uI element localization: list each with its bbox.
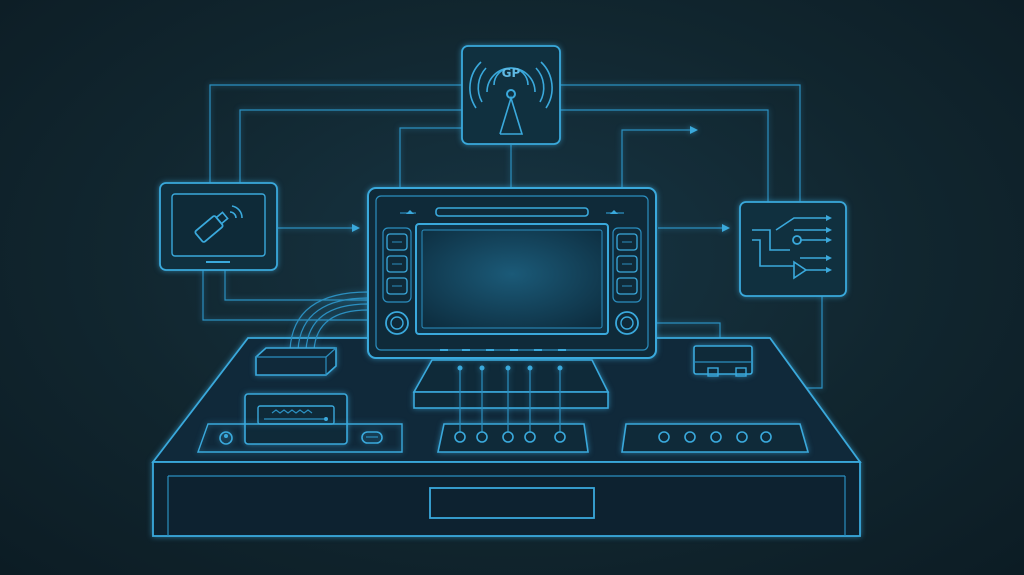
jack-9[interactable]	[736, 431, 748, 443]
right-button-column	[612, 227, 642, 303]
eject-right-icon[interactable]	[610, 210, 618, 214]
left-button-1[interactable]	[386, 233, 408, 251]
jack-1[interactable]	[454, 431, 466, 443]
tablet-device	[159, 182, 278, 271]
antenna-signal-icon	[469, 61, 553, 135]
connection-lines	[202, 84, 823, 432]
left-button-2[interactable]	[386, 255, 408, 273]
jack-3[interactable]	[502, 431, 514, 443]
right-button-3[interactable]	[616, 277, 638, 295]
jack-6[interactable]	[658, 431, 670, 443]
jack-4[interactable]	[524, 431, 536, 443]
disc-slot[interactable]	[435, 207, 589, 217]
jack-7[interactable]	[684, 431, 696, 443]
left-knob[interactable]	[219, 431, 233, 445]
head-unit	[367, 187, 657, 359]
right-knob-icon[interactable]	[615, 311, 639, 335]
toggle-switch[interactable]	[361, 431, 383, 444]
gps-module: GP	[461, 45, 561, 145]
usb-stick-icon	[194, 205, 243, 243]
right-button-2[interactable]	[616, 255, 638, 273]
jack-8[interactable]	[710, 431, 722, 443]
ribbon-cable	[289, 291, 369, 351]
left-knob-icon[interactable]	[385, 311, 409, 335]
left-button-3[interactable]	[386, 277, 408, 295]
signal-splitter-icon	[752, 215, 832, 280]
cartridge-slot-module	[244, 393, 348, 445]
jack-10[interactable]	[760, 431, 772, 443]
eject-left-icon[interactable]	[406, 210, 414, 214]
left-button-column	[382, 227, 412, 303]
gps-label: GP	[502, 66, 521, 80]
right-button-1[interactable]	[616, 233, 638, 251]
jack-2[interactable]	[476, 431, 488, 443]
right-jack-panel	[621, 423, 810, 453]
left-control-tray	[197, 423, 403, 453]
front-drawer[interactable]	[429, 487, 595, 519]
junction-box	[693, 345, 753, 377]
signal-splitter-panel	[739, 201, 847, 297]
head-unit-stand	[412, 359, 610, 409]
center-jack-panel	[437, 365, 589, 453]
jack-5[interactable]	[554, 431, 566, 443]
connector-block	[255, 347, 337, 376]
